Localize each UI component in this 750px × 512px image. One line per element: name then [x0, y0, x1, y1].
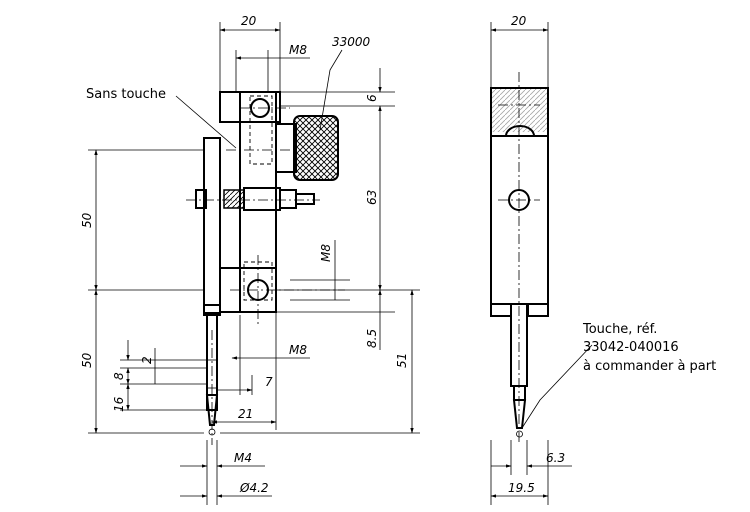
dim-50-lower: 50 [80, 352, 94, 368]
lever-arm [203, 137, 221, 314]
dim-m8-low: M8 [289, 343, 307, 357]
dim-phi4-2: Ø4.2 [239, 481, 269, 495]
dim-m8-top: M8 [289, 43, 307, 57]
label-touche-line2: 33042-040016 [583, 340, 679, 355]
dim-2: 2 [140, 356, 154, 364]
label-touche-line1: Touche, réf. [582, 322, 657, 337]
dim-front-width: 20 [241, 14, 257, 28]
knurled-knob [293, 115, 339, 181]
dim-8-5: 8.5 [365, 329, 379, 348]
dim-6: 6 [365, 94, 379, 102]
dim-8: 8 [112, 372, 126, 380]
front-view [186, 91, 345, 445]
dim-19-5: 19.5 [508, 481, 535, 495]
dim-51: 51 [395, 353, 409, 368]
side-dimension-lines [490, 22, 593, 505]
dim-m4: M4 [234, 451, 252, 465]
dim-6-3: 6.3 [546, 451, 565, 465]
threaded-rod [223, 189, 245, 209]
dim-16: 16 [112, 396, 126, 412]
dim-63: 63 [365, 190, 379, 205]
front-dimension-lines [88, 22, 420, 505]
dim-m8-mid: M8 [319, 244, 333, 262]
label-touche-line3: à commander à part [583, 359, 716, 374]
dim-7: 7 [265, 375, 273, 389]
upper-hole [250, 98, 270, 118]
annotations: Sans touche 33000 Touche, réf. 33042-040… [80, 14, 716, 495]
side-body [490, 135, 549, 305]
dim-side-width: 20 [511, 14, 527, 28]
side-view [490, 72, 549, 445]
probe-tip [205, 394, 219, 426]
label-ref-33000: 33000 [332, 35, 371, 49]
dim-50-upper: 50 [80, 212, 94, 228]
label-sans-touche: Sans touche [86, 87, 166, 102]
dim-21: 21 [238, 407, 253, 421]
